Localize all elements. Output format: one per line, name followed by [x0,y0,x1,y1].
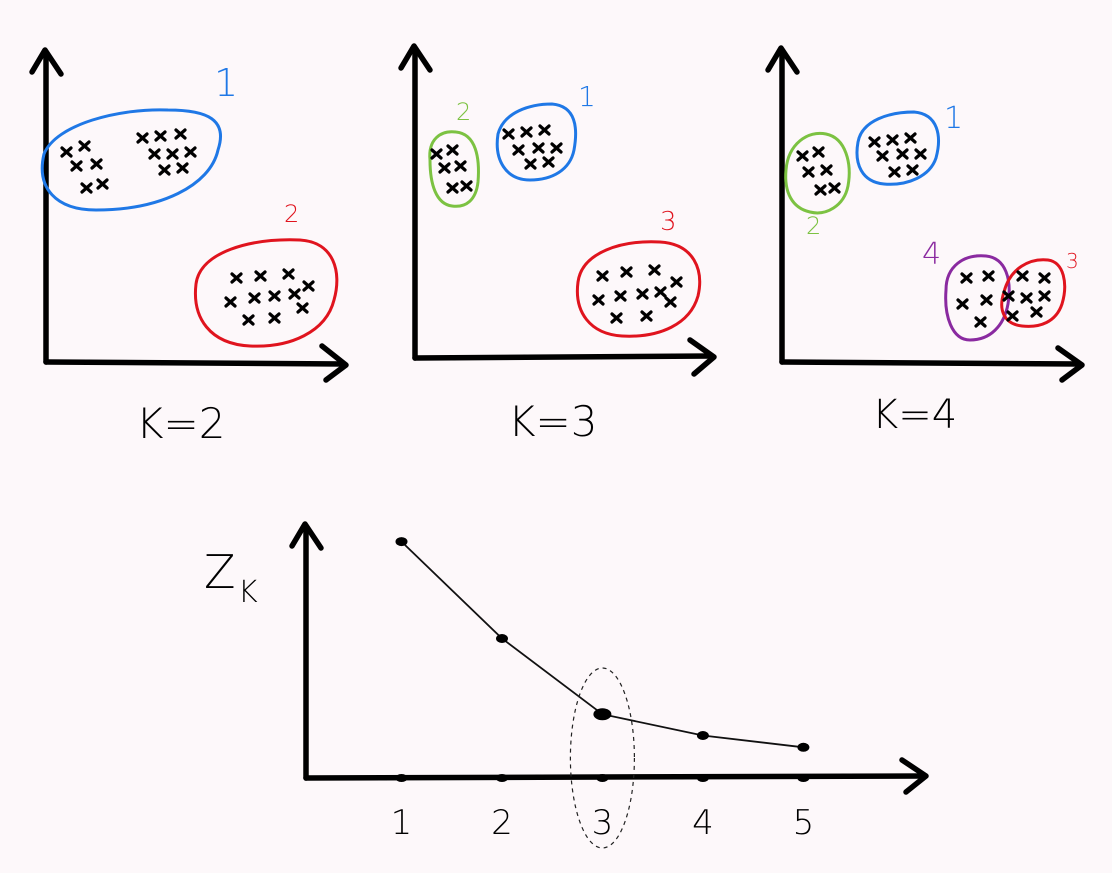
cluster-outline-k4-2 [784,131,851,215]
cluster-outline-k2-2 [193,238,339,348]
cluster-label-k2-2: 2 [284,200,299,228]
cluster-outline-k3-3 [575,240,702,338]
cluster-outline-k4-1 [855,110,940,186]
panel-label-k3: K=3 [508,397,597,446]
elbow-point-5 [797,742,810,752]
elbow-point-2 [496,634,508,643]
elbow-chart: Z K 1 2 3 4 5 [204,521,929,849]
points-k3-3 [592,264,683,324]
x-tick-label-2: 2 [491,803,513,843]
points-k2-1 [60,128,197,194]
x-tick-5 [797,774,810,782]
points-k3-2 [430,144,473,194]
panel-k4-axes [765,45,1085,383]
cluster-label-k4-4: 4 [922,237,941,272]
x-tick-2 [496,774,508,782]
panel-label-k2: K=2 [136,399,225,448]
panel-k3-axes [398,43,717,377]
x-tick-label-1: 1 [391,803,413,843]
cluster-label-k3-1: 1 [578,80,596,113]
cluster-label-k3-3: 3 [660,207,677,237]
cluster-label-k3-2: 2 [456,98,471,126]
x-tick-label-3: 3 [592,803,614,843]
cluster-outline-k3-1 [495,102,578,182]
elbow-marks: 1 2 3 4 5 [391,537,815,849]
cluster-label-k2-1: 1 [214,61,238,105]
x-tick-label-5: 5 [793,803,815,843]
x-tick-3 [596,774,609,782]
elbow-axes [289,521,929,795]
cluster-label-k4-1: 1 [944,101,963,136]
x-tick-1 [395,774,408,782]
panel-k3: 2 1 3 K=3 [398,43,717,446]
panel-k2: 1 2 K=2 [29,47,349,448]
x-tick-4 [696,774,709,782]
elbow-highlight-ellipse [569,667,636,849]
elbow-point-1 [395,537,408,547]
points-k4-2 [796,146,841,196]
cluster-outline-k2-1 [40,108,222,212]
cluster-outline-k4-3 [1000,258,1067,328]
y-axis-label-subscript: K [238,575,258,610]
points-k4-1 [868,132,927,178]
points-k3-1 [502,124,563,170]
points-k4-4 [956,270,995,328]
panel-label-k4: K=4 [872,392,957,438]
panel-k4: 2 1 4 3 K=4 [765,45,1085,438]
elbow-point-3 [593,708,612,721]
cluster-label-k4-3: 3 [1066,249,1079,273]
panel-k2-axes [29,47,349,383]
points-k2-2 [224,268,315,326]
y-axis-label: Z [204,545,236,599]
cluster-outline-k3-2 [428,130,480,208]
points-k4-3 [1002,270,1051,322]
cluster-label-k4-2: 2 [806,212,821,240]
cluster-outline-k4-4 [944,254,1011,342]
elbow-point-4 [696,731,709,740]
x-tick-label-4: 4 [692,803,714,843]
